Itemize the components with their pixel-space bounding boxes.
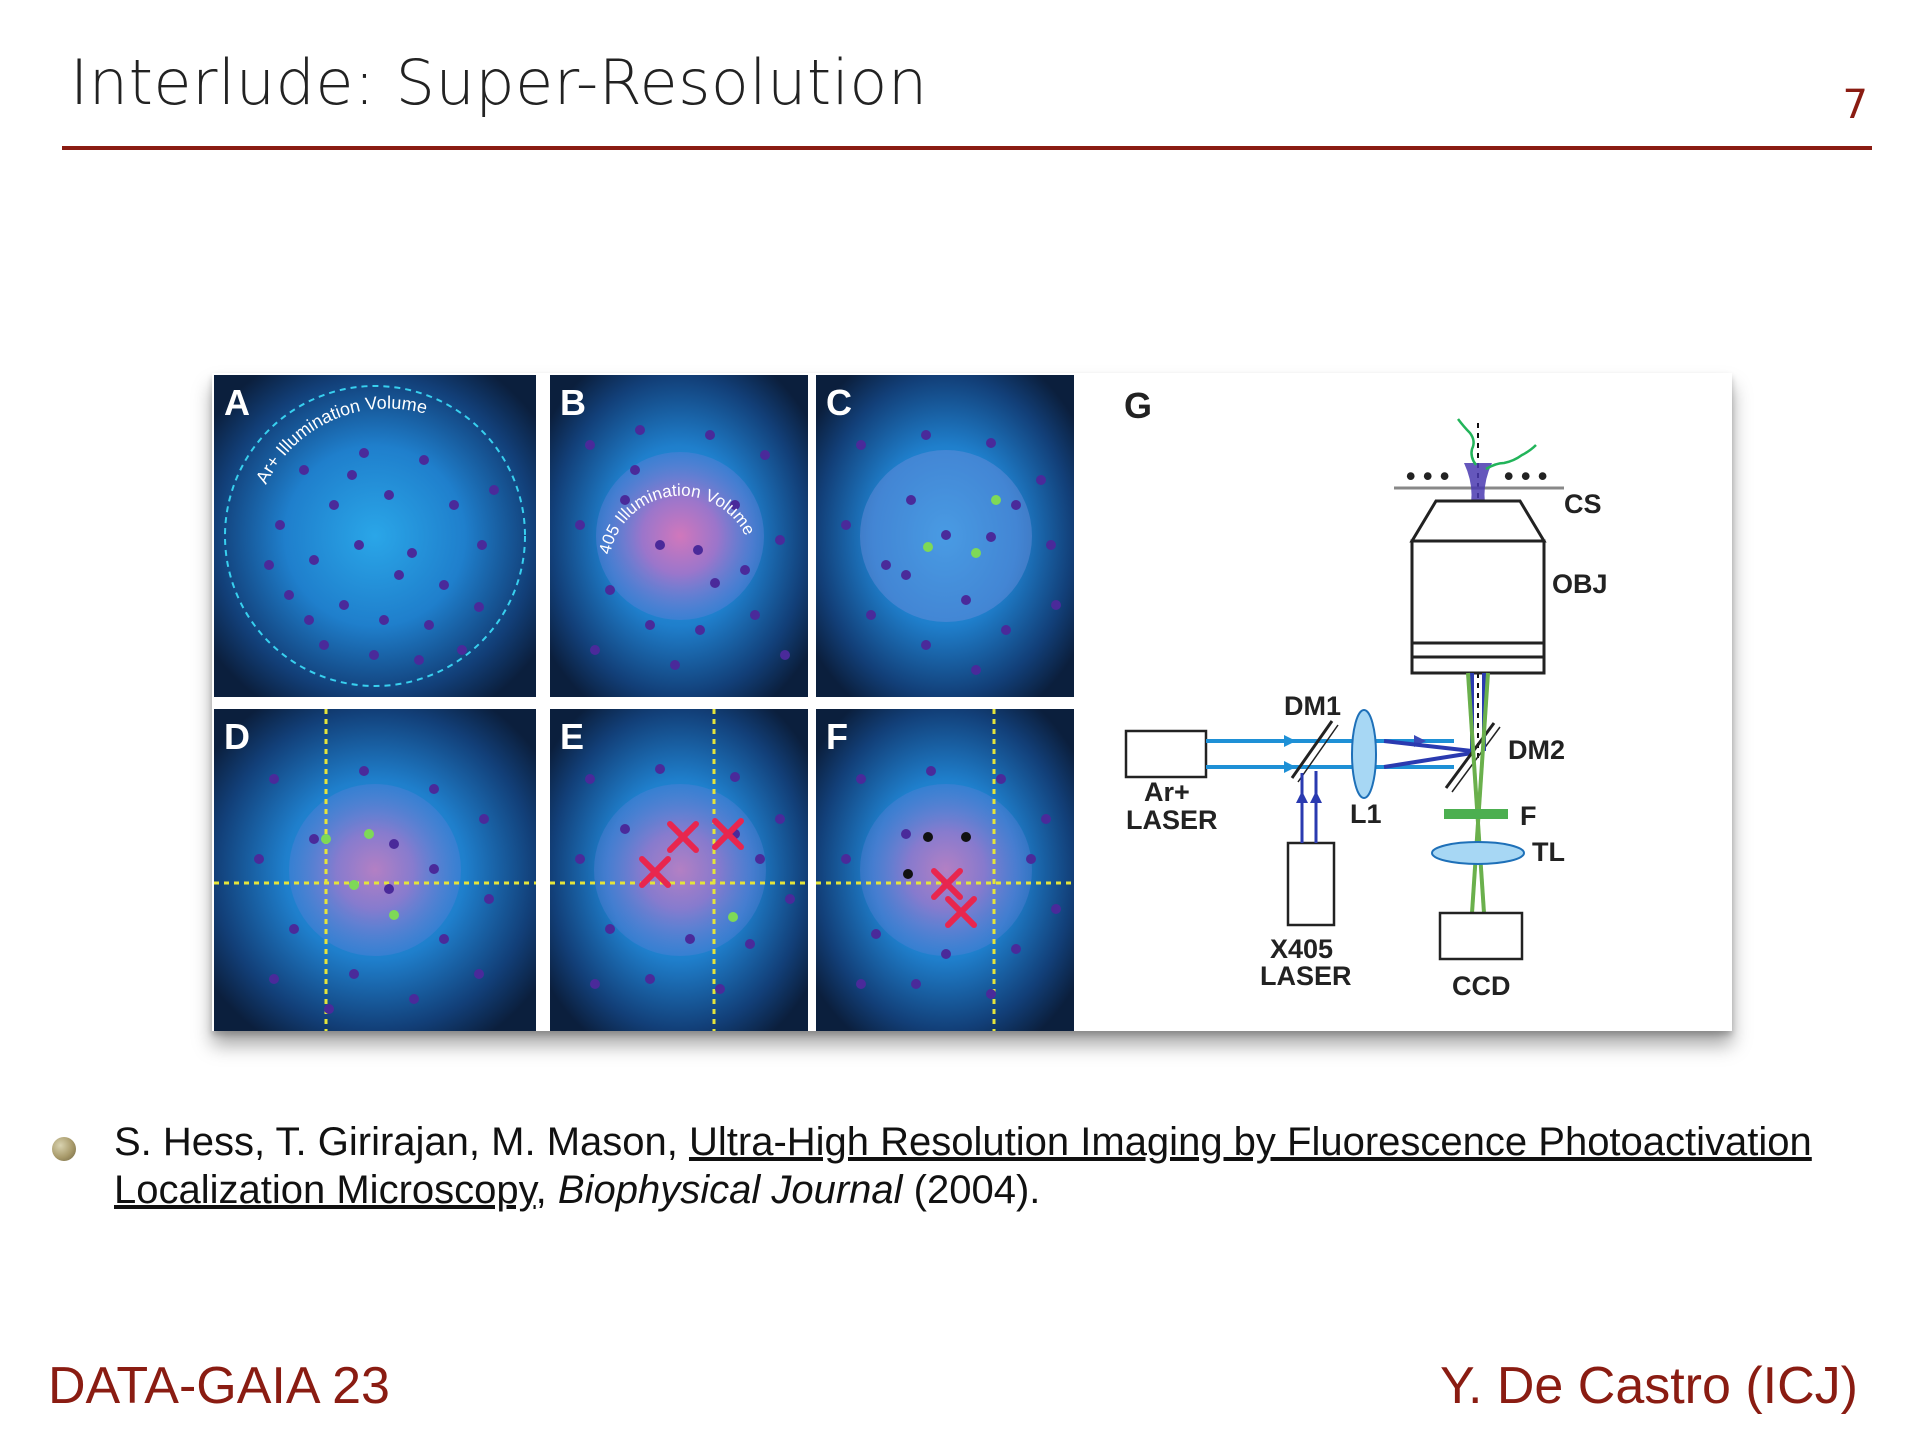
reference-journal: Biophysical Journal bbox=[557, 1168, 903, 1212]
panel-letter-g: G bbox=[1124, 385, 1152, 426]
panel-letter-c: C bbox=[826, 382, 852, 423]
label-x405-line1: X405 bbox=[1270, 934, 1333, 964]
label-ar-line2: LASER bbox=[1126, 805, 1218, 835]
label-ccd: CCD bbox=[1452, 971, 1511, 1001]
label-ar-line1: Ar+ bbox=[1144, 777, 1190, 807]
label-cs: CS bbox=[1564, 489, 1602, 519]
title-rule bbox=[62, 146, 1872, 150]
bullet-icon bbox=[52, 1137, 76, 1161]
panel-e: E bbox=[550, 709, 808, 1031]
label-tl: TL bbox=[1532, 837, 1565, 867]
reference-citation: S. Hess, T. Girirajan, M. Mason, Ultra-H… bbox=[114, 1118, 1894, 1214]
label-x405-line2: LASER bbox=[1260, 961, 1352, 991]
reference-year: (2004). bbox=[902, 1168, 1041, 1212]
panel-c: C bbox=[816, 375, 1074, 697]
panel-letter-d: D bbox=[224, 716, 250, 757]
page-number: 7 bbox=[1842, 82, 1868, 128]
panel-letter-b: B bbox=[560, 382, 586, 423]
label-dm1: DM1 bbox=[1284, 691, 1341, 721]
panel-letter-e: E bbox=[560, 716, 584, 757]
panel-a: Ar+ Illumination Volume A bbox=[214, 375, 536, 697]
svg-text:• • •: • • • bbox=[1504, 461, 1547, 491]
footer-conference: DATA-GAIA 23 bbox=[48, 1357, 390, 1415]
footer-author: Y. De Castro (ICJ) bbox=[1439, 1357, 1858, 1415]
panel-letter-a: A bbox=[224, 382, 250, 423]
label-dm2: DM2 bbox=[1508, 735, 1565, 765]
label-l1: L1 bbox=[1350, 799, 1382, 829]
panel-d: D bbox=[214, 709, 536, 1031]
label-obj: OBJ bbox=[1552, 569, 1608, 599]
reference-title-link[interactable]: Ultra-High Resolution Imaging by Fluores… bbox=[114, 1120, 1812, 1212]
svg-text:• • •: • • • bbox=[1406, 461, 1449, 491]
reference-separator: , bbox=[535, 1168, 558, 1212]
slide-title: Interlude: Super-Resolution bbox=[70, 46, 928, 119]
panel-f: F bbox=[816, 709, 1074, 1031]
label-f: F bbox=[1520, 801, 1537, 831]
palm-figure: Ar+ Illumination Volume A 405 Illuminati… bbox=[212, 373, 1732, 1031]
reference-authors: S. Hess, T. Girirajan, M. Mason, bbox=[114, 1120, 689, 1164]
panel-letter-f: F bbox=[826, 716, 848, 757]
panel-g-optics: G • • • • • • CS OBJ Ar+ LASER bbox=[1084, 373, 1732, 1031]
